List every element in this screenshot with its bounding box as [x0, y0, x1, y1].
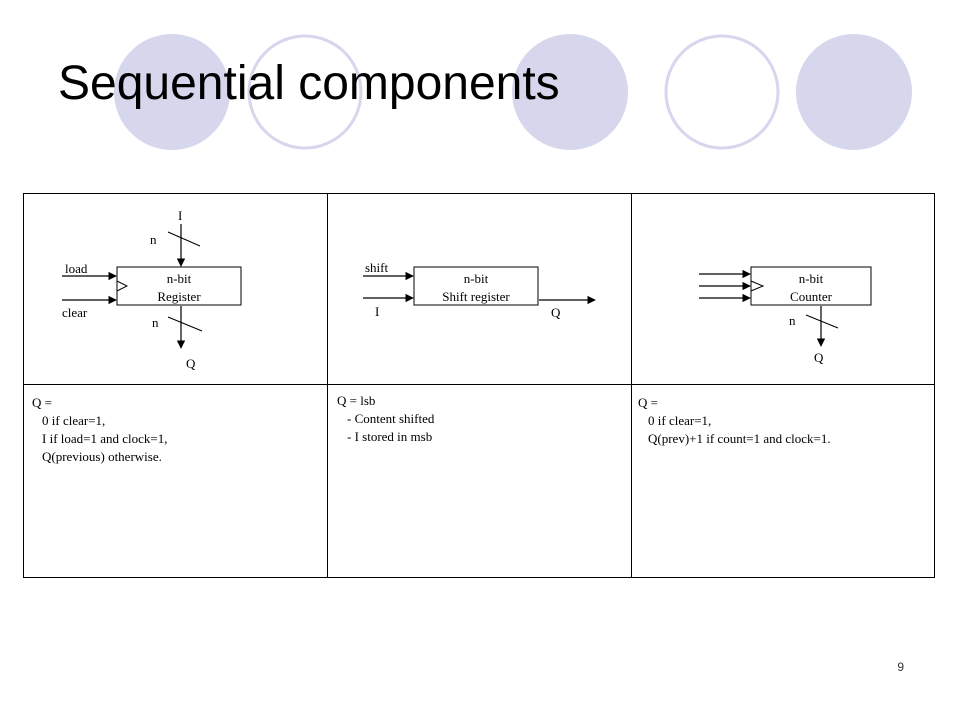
register-diagram: I n load clear n-bit Register n Q	[62, 208, 242, 371]
counter-desc-line: 0 if clear=1,	[648, 413, 712, 428]
register-input-bus-slash	[167, 231, 201, 247]
register-input-width-label: n	[150, 232, 157, 247]
page-number: 9	[897, 660, 904, 674]
shift-register-output-label: Q	[551, 305, 561, 320]
shift-register-box-line2: Shift register	[442, 289, 510, 304]
circle-outline-2	[664, 34, 780, 150]
column-divider-1	[327, 194, 328, 577]
counter-output-width-label: n	[789, 313, 796, 328]
shift-register-box-line1: n-bit	[464, 271, 489, 286]
register-box-line2: Register	[157, 289, 201, 304]
shift-register-box	[413, 266, 539, 306]
shift-register-diagram: shift I n-bit Shift register Q	[363, 260, 596, 320]
register-output-width-label: n	[152, 315, 159, 330]
counter-output-bus-slash	[805, 314, 839, 329]
register-output-bus-slash	[167, 316, 203, 332]
component-diagrams: I n load clear n-bit Register n Q shift …	[62, 208, 872, 371]
slide-title: Sequential components	[58, 57, 560, 110]
counter-box-line1: n-bit	[799, 271, 824, 286]
counter-desc-line: Q(prev)+1 if count=1 and clock=1.	[648, 431, 831, 446]
register-clear-label: clear	[62, 305, 88, 320]
counter-description: Q = 0 if clear=1, Q(prev)+1 if count=1 a…	[638, 394, 831, 448]
register-description: Q = 0 if clear=1, I if load=1 and clock=…	[32, 394, 168, 466]
register-desc-line: Q(previous) otherwise.	[42, 449, 162, 464]
register-desc-line: 0 if clear=1,	[42, 413, 106, 428]
circle-filled-2	[512, 34, 628, 150]
column-divider-2	[631, 194, 632, 577]
circle-outline-1	[247, 34, 363, 150]
shift-register-description: Q = lsb - Content shifted - I stored in …	[337, 392, 434, 446]
counter-desc-head: Q =	[638, 395, 658, 410]
counter-box	[750, 266, 872, 306]
register-box-line1: n-bit	[167, 271, 192, 286]
shift-register-desc-line: - I stored in msb	[347, 429, 433, 444]
register-input-label: I	[178, 208, 182, 223]
counter-diagram: n-bit Counter n Q	[699, 266, 872, 365]
shift-register-shift-label: shift	[365, 260, 389, 275]
register-desc-line: I if load=1 and clock=1,	[42, 431, 168, 446]
register-output-label: Q	[186, 356, 196, 371]
register-desc-head: Q =	[32, 395, 52, 410]
row-divider	[24, 384, 934, 385]
counter-output-label: Q	[814, 350, 824, 365]
register-load-label: load	[65, 261, 88, 276]
circle-filled-1	[114, 34, 230, 150]
register-box	[116, 266, 242, 306]
shift-register-input-label: I	[375, 304, 379, 319]
shift-register-desc-line: - Content shifted	[347, 411, 435, 426]
counter-box-line2: Counter	[790, 289, 833, 304]
components-table: I n load clear n-bit Register n Q shift …	[23, 193, 935, 578]
register-clock-triangle	[116, 280, 129, 292]
decorative-circles	[114, 34, 912, 150]
shift-register-desc-head: Q = lsb	[337, 393, 376, 408]
circle-filled-3	[796, 34, 912, 150]
counter-clock-triangle	[750, 280, 765, 292]
